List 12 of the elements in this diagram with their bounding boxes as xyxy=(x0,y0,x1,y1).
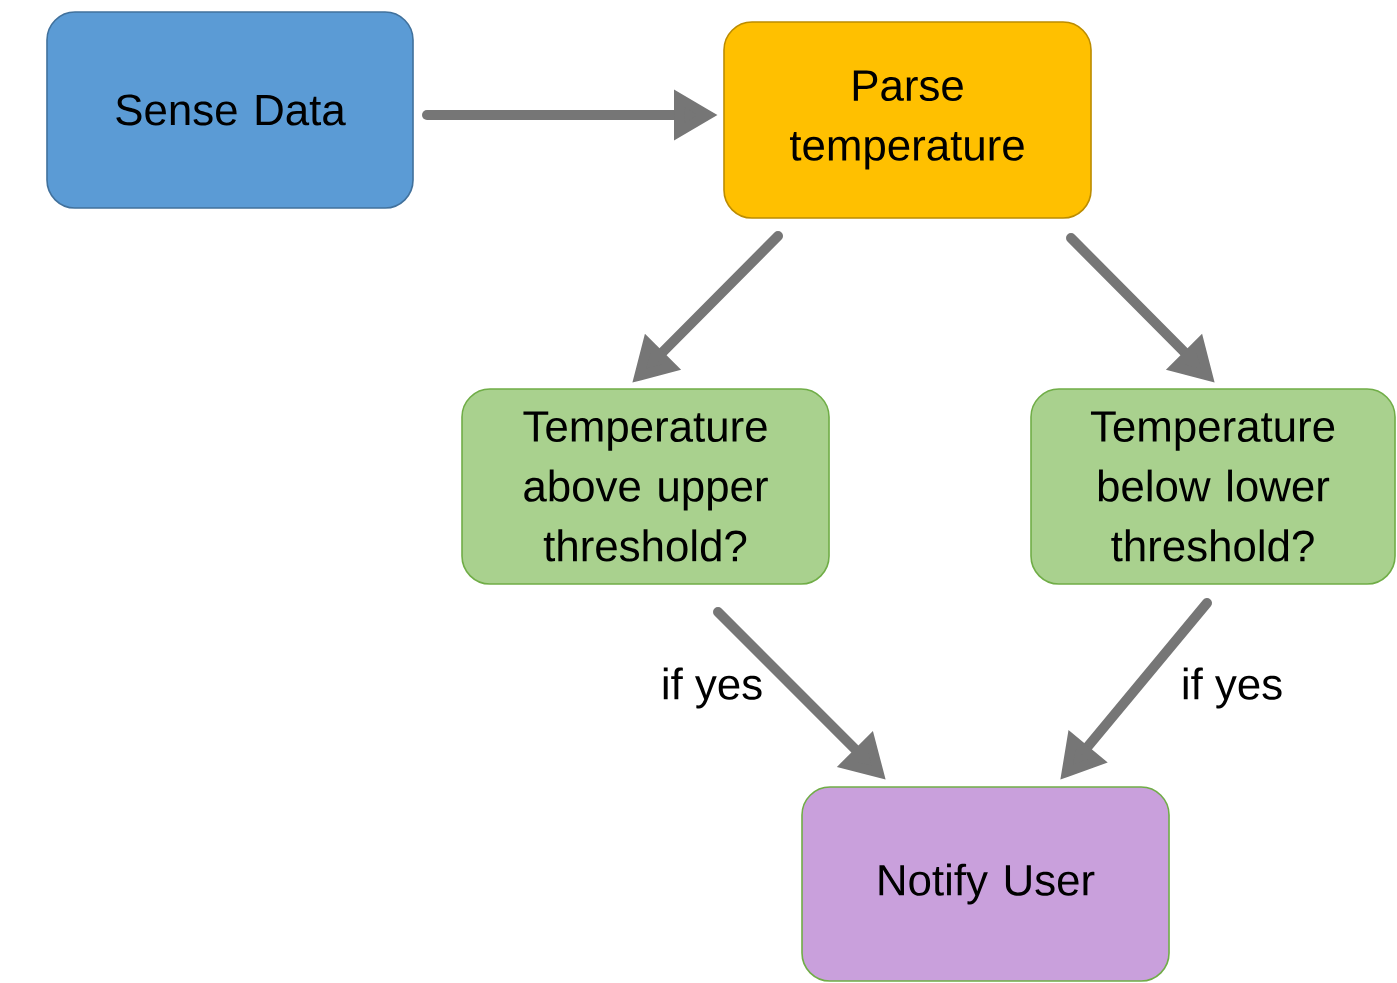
box-text: Temperature below lower threshold? xyxy=(1090,411,1335,562)
process-box xyxy=(461,388,830,585)
edge-label: if yes xyxy=(663,667,762,709)
edge-label: if yes xyxy=(1183,667,1282,709)
box-text: Temperature above upper threshold? xyxy=(523,411,768,562)
box-text: Notify User xyxy=(879,863,1095,905)
process-box xyxy=(46,11,414,209)
process-box xyxy=(723,21,1092,219)
process-box xyxy=(801,786,1170,982)
box-text: Parse temperature xyxy=(790,70,1024,170)
process-box xyxy=(1030,388,1396,585)
box-text: Sense Data xyxy=(116,94,346,126)
